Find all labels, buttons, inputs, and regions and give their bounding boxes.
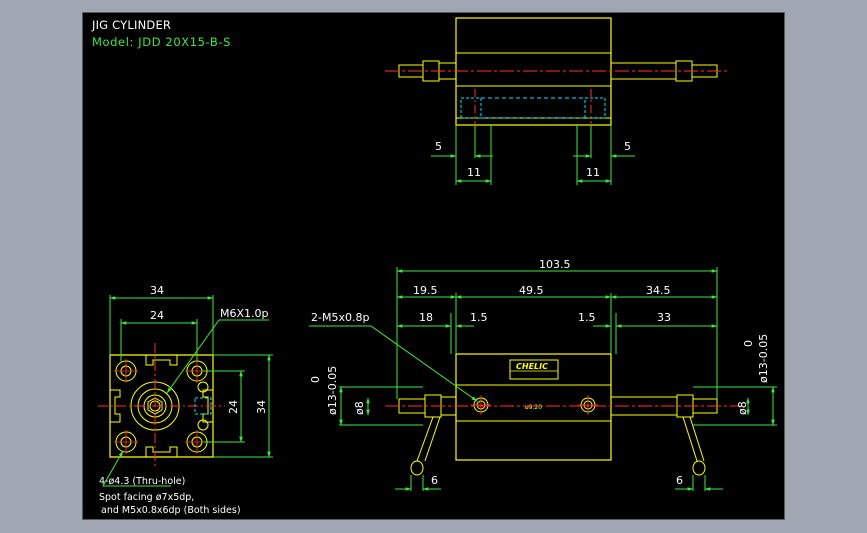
dim-bottom-right-6: 6 <box>676 474 683 487</box>
dim-front-34: 34 <box>150 284 164 297</box>
rod-tol-left-upper: 0 <box>309 376 322 383</box>
rod-tol-right: ø13-0.05 <box>757 334 770 383</box>
dim-1-5-left: 1.5 <box>470 311 488 324</box>
hole-note-3: and M5x0.8x6dp (Both sides) <box>101 505 241 516</box>
inner-label: ø9.20 <box>525 404 542 411</box>
dia-right: ø8 <box>736 401 749 415</box>
dim-top-right-11: 11 <box>586 166 600 179</box>
dim-top-left-11: 11 <box>467 166 481 179</box>
hole-note-1: 4-ø4.3 (Thru-hole) <box>99 476 185 487</box>
dim-front-h24: 24 <box>227 400 240 414</box>
cad-drawing: 5 11 5 11 CHELIC <box>98 17 777 516</box>
front-view: 34 24 24 34 M6X1.0p 4-ø4.3 (Thru-hole) S… <box>98 284 273 516</box>
dim-overall-length: 103.5 <box>539 258 571 271</box>
drawing-title: JIG CYLINDER <box>92 18 172 32</box>
side-view: CHELIC ø9.20 <box>309 258 777 491</box>
dim-34-5: 34.5 <box>646 284 671 297</box>
dia-left: ø8 <box>353 401 366 415</box>
dim-bottom-left-6: 6 <box>431 474 438 487</box>
dim-top-right-5: 5 <box>624 140 631 153</box>
cad-viewport[interactable]: JIG CYLINDER Model: JDD 20X15-B-S <box>82 12 785 520</box>
nameplate <box>509 359 559 380</box>
thread-callout: M6X1.0p <box>220 307 269 320</box>
dim-top-left-5: 5 <box>435 140 442 153</box>
dim-19-5: 19.5 <box>413 284 438 297</box>
dim-front-h34: 34 <box>255 400 268 414</box>
dim-18: 18 <box>419 311 433 324</box>
port-callout: 2-M5x0.8p <box>311 311 369 324</box>
rod-tol-left: ø13-0.05 <box>326 366 339 415</box>
top-view: 5 11 5 11 <box>385 17 728 185</box>
dim-49-5: 49.5 <box>519 284 544 297</box>
hole-note-2: Spot facing ø7x5dp, <box>99 492 194 503</box>
model-label: Model: JDD 20X15-B-S <box>92 35 232 49</box>
dim-33: 33 <box>657 311 671 324</box>
nameplate-brand: CHELIC <box>516 362 548 371</box>
dim-front-24: 24 <box>150 309 164 322</box>
dim-1-5-right: 1.5 <box>578 311 596 324</box>
rod-tol-right-upper: 0 <box>742 340 755 347</box>
